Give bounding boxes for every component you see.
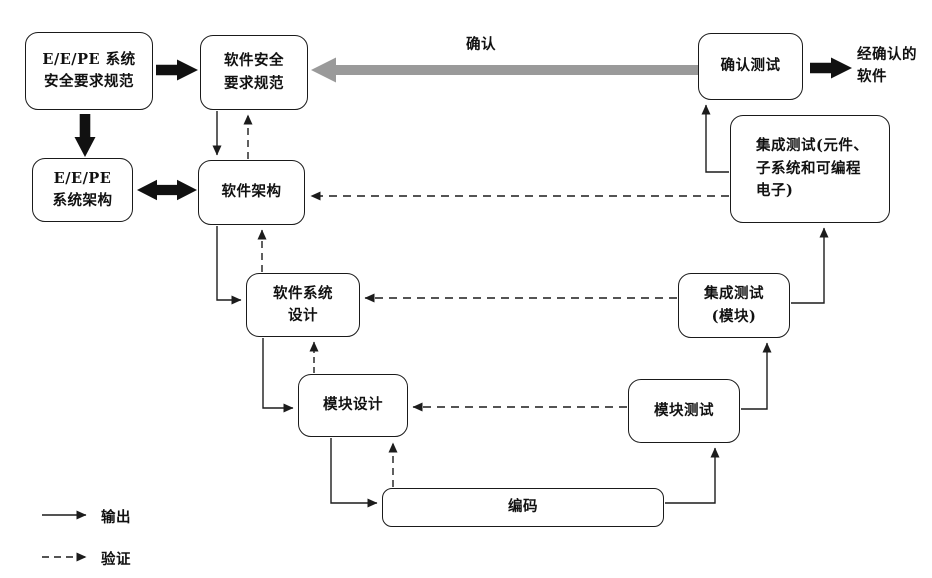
output-line-moduletesting-to-integrationmodule [741,342,772,410]
output-line-moduledesign-to-coding [330,438,378,508]
box-coding: 编码 [382,488,664,527]
output-line-integrationmodule-to-integrationcomponents [791,227,829,304]
output-arrow-eepereq-to-eepearchitecture [74,114,96,157]
box-validation-testing: 确认测试 [698,33,803,100]
box-software-architecture: 软件架构 [198,160,305,225]
box-module-testing: 模块测试 [628,379,740,443]
legend-verification-label: 验证 [101,551,131,568]
double-arrow-eepearchitecture-softwarearchitecture [137,179,197,201]
validation-arrow [311,57,698,83]
box-software-system-design: 软件系统 设计 [246,273,360,337]
validation-arrow-label: 确认 [466,36,496,53]
box-eepe-system-architecture: E/E/PE 系统架构 [32,158,133,222]
output-line-coding-to-moduletesting [665,447,720,504]
box-integration-testing-module: 集成测试 (模块) [678,273,790,338]
box-software-safety-requirements: 软件安全 要求规范 [200,35,308,110]
output-line-systemdesign-to-moduledesign [262,338,294,413]
validated-software-label: 经确认的 软件 [857,46,917,85]
box-eepe-system-safety-requirements: E/E/PE 系统 安全要求规范 [25,32,153,110]
output-arrow-validationtesting-to-validatedsoftware [810,57,852,79]
output-arrow-eepereq-to-softreq [156,59,198,81]
box-module-design: 模块设计 [298,374,408,437]
output-line-integrationcomponents-to-validationtesting [701,104,729,173]
legend-output-label: 输出 [101,509,131,526]
box-integration-testing-components: 集成测试(元件、 子系统和可编程 电子) [730,115,890,223]
output-line-architecture-to-systemdesign [216,226,242,305]
